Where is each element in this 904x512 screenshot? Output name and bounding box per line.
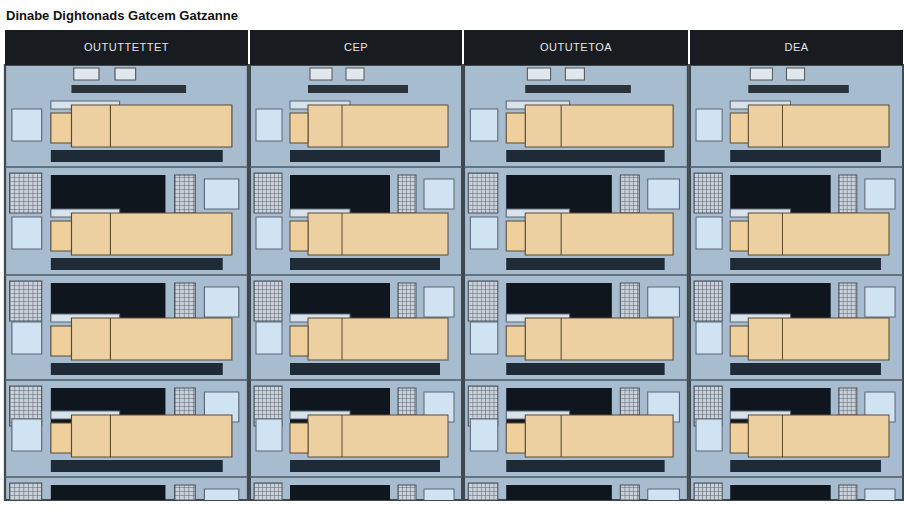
rack-column: DEA bbox=[690, 30, 903, 65]
column-header: OUTUTETOA bbox=[464, 30, 688, 65]
column-header: OUTUTTETTET bbox=[5, 30, 248, 65]
column-header: CEP bbox=[250, 30, 462, 65]
rack-column: OUTUTTETTET bbox=[5, 30, 248, 65]
diagram-title: Dinabe Dightonads Gatcem Gatzanne bbox=[6, 8, 238, 23]
rack-column: CEP bbox=[250, 30, 462, 65]
column-header: DEA bbox=[690, 30, 903, 65]
rack-column: OUTUTETOA bbox=[464, 30, 688, 65]
